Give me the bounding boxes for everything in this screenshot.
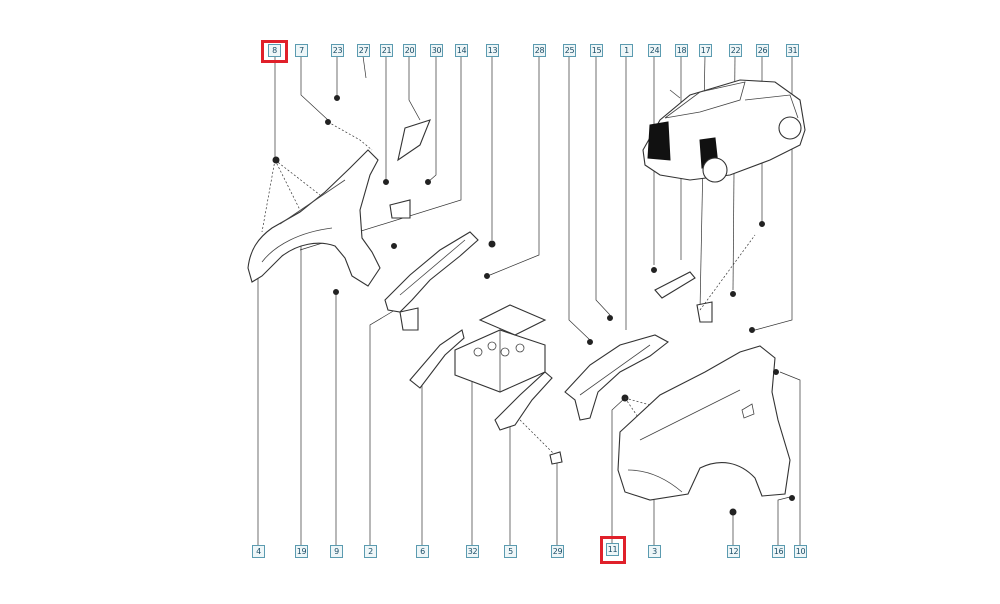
callout-12[interactable]: 12 [727,545,740,558]
callout-21[interactable]: 21 [380,44,393,57]
left-fender [247,95,431,295]
callout-3[interactable]: 3 [648,545,661,558]
left-bracket-assembly [384,231,496,389]
callout-6[interactable]: 6 [416,545,429,558]
callout-23[interactable]: 23 [331,44,344,57]
callout-10[interactable]: 10 [794,545,807,558]
callout-29[interactable]: 29 [551,545,564,558]
callout-24[interactable]: 24 [648,44,661,57]
callout-25[interactable]: 25 [563,44,576,57]
callout-7[interactable]: 7 [295,44,308,57]
callout-19[interactable]: 19 [295,545,308,558]
callout-9[interactable]: 9 [330,545,343,558]
clip-kit-box [454,304,547,393]
vehicle-reference-illustration [642,79,806,183]
callout-2[interactable]: 2 [364,545,377,558]
highlight-box-11 [600,536,626,564]
callout-13[interactable]: 13 [486,44,499,57]
callout-28[interactable]: 28 [533,44,546,57]
callout-20[interactable]: 20 [403,44,416,57]
callout-26[interactable]: 26 [756,44,769,57]
callout-16[interactable]: 16 [772,545,785,558]
callout-31[interactable]: 31 [786,44,799,57]
lower-bracket [494,371,563,465]
callout-8[interactable]: 8 [268,44,281,57]
callout-18[interactable]: 18 [675,44,688,57]
callout-22[interactable]: 22 [729,44,742,57]
callout-11[interactable]: 11 [606,543,619,556]
upper-right-brackets [651,221,765,333]
callout-17[interactable]: 17 [699,44,712,57]
callout-1[interactable]: 1 [620,44,633,57]
callout-14[interactable]: 14 [455,44,468,57]
right-bracket-assembly [564,315,670,421]
callout-27[interactable]: 27 [357,44,370,57]
callout-4[interactable]: 4 [252,545,265,558]
right-fender [617,345,795,516]
callout-30[interactable]: 30 [430,44,443,57]
callout-5[interactable]: 5 [504,545,517,558]
callout-15[interactable]: 15 [590,44,603,57]
callout-32[interactable]: 32 [466,545,479,558]
highlight-box-8 [261,40,288,63]
